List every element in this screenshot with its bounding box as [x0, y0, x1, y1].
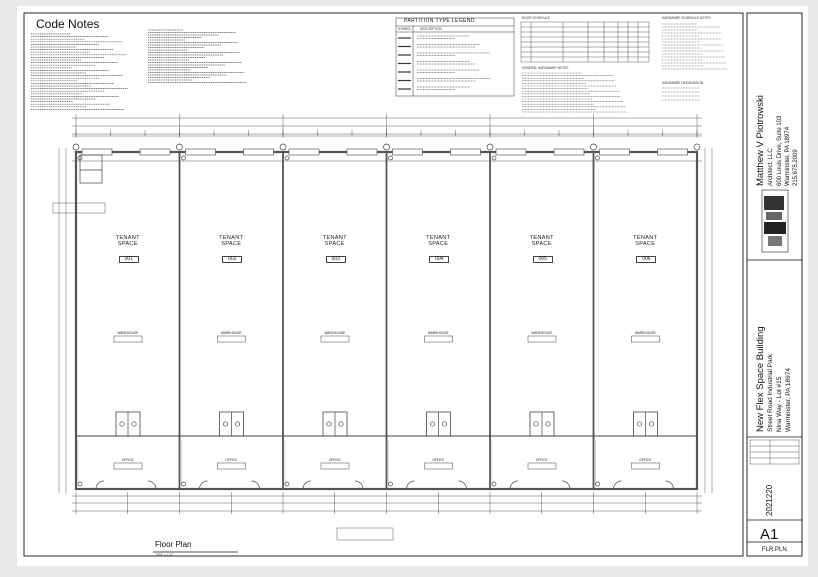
project-location-3: Warminster, PA 18974: [785, 368, 792, 432]
architect-address1: 600 Louis Drive, Suite 103: [777, 115, 783, 186]
office-room-tag: OFFICE: [432, 458, 445, 462]
warehouse-room-tag: WAREHOUSE: [220, 331, 242, 335]
architect-firm: Architect, LLC: [768, 148, 774, 186]
code-notes-title: Code Notes: [36, 17, 100, 31]
office-room-tag: OFFICE: [535, 458, 548, 462]
project-location-1: Street Road Industrial Park: [767, 353, 774, 432]
tenant-space-number: 006: [636, 256, 657, 263]
hardware-designation-title: HARDWARE DESIGNATION: [662, 81, 704, 85]
tenant-space-label: TENANT SPACE: [322, 235, 347, 247]
warehouse-room-tag: WAREHOUSE: [634, 331, 656, 335]
tenant-space-label: TENANT SPACE: [529, 235, 554, 247]
legend-header-description: DESCRIPTION: [420, 27, 442, 31]
floor-plan-title: Floor Plan: [155, 540, 192, 549]
project-number: 2021220: [765, 484, 774, 516]
partition-legend-title: PARTITION TYPE LEGEND: [404, 18, 475, 24]
title-block-frame: [746, 12, 803, 557]
architect-address2: Warminster, PA 18974: [785, 126, 791, 186]
plan-callouts: [52, 202, 394, 541]
tenant-space-number: 002: [222, 256, 243, 263]
project-location-2: Nina Way - Lot #15: [776, 376, 783, 432]
project-name: New Flex Space Building: [755, 326, 766, 432]
warehouse-room-tag: WAREHOUSE: [427, 331, 449, 335]
door-schedule-title: DOOR SCHEDULE: [522, 16, 550, 20]
floor-plan-scale: 3/16" = 1'-0": [156, 553, 174, 557]
sheet-name: FLR.PLN.: [762, 547, 789, 553]
tenant-space-label: TENANT SPACE: [219, 235, 244, 247]
hardware-notes-text: [522, 23, 727, 113]
office-room-tag: OFFICE: [225, 458, 238, 462]
sheet-number: A1: [760, 526, 779, 543]
door-schedule: [520, 21, 650, 63]
tenant-space-label: TENANT SPACE: [115, 235, 140, 247]
drawing-border: [23, 12, 744, 557]
hardware-notes-title: HARDWARE SCHEDULE NOTES: [662, 16, 711, 20]
architect-seal: [761, 189, 789, 253]
paper: [17, 6, 808, 566]
dimension-strings: [58, 114, 713, 514]
code-notes-text: [31, 29, 246, 110]
tenant-space-number: 001: [118, 256, 139, 263]
tenant-space-number: 004: [429, 256, 450, 263]
general-hardware-title: GENERAL HARDWARE NOTES: [522, 66, 569, 70]
warehouse-room-tag: WAREHOUSE: [324, 331, 346, 335]
tenant-space-label: TENANT SPACE: [633, 235, 658, 247]
legend-header-symbol: SYMBOL: [398, 27, 412, 31]
partition-type-legend: [395, 17, 515, 97]
architect-phone: 215.675.2009: [793, 149, 799, 186]
warehouse-room-tag: WAREHOUSE: [531, 331, 553, 335]
tenant-space-label: TENANT SPACE: [426, 235, 451, 247]
architect-name: Matthew V Piotrowski: [755, 95, 766, 186]
tenant-space-number: 003: [325, 256, 346, 263]
office-room-tag: OFFICE: [121, 458, 134, 462]
warehouse-room-tag: WAREHOUSE: [117, 331, 139, 335]
office-room-tag: OFFICE: [639, 458, 652, 462]
tenant-space-number: 005: [532, 256, 553, 263]
office-room-tag: OFFICE: [328, 458, 341, 462]
revision-block: [749, 439, 800, 465]
floor-plan: [72, 143, 701, 491]
